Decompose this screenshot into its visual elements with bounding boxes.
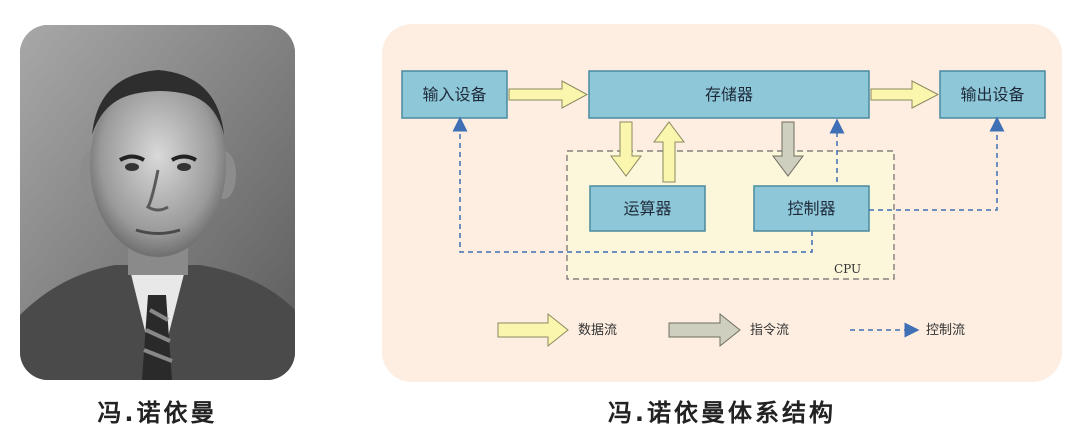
data-arrow-memory-to-alu bbox=[610, 121, 642, 177]
legend-instruction-arrow bbox=[668, 312, 741, 348]
memory-box bbox=[588, 70, 870, 119]
input-device-box bbox=[401, 70, 508, 119]
diagram-caption: 冯.诺依曼体系结构 bbox=[607, 399, 837, 427]
portrait-caption: 冯.诺依曼 bbox=[97, 399, 218, 427]
output-device-box bbox=[939, 70, 1046, 119]
legend-instruction-flow-label: 指令流 bbox=[750, 323, 789, 338]
cpu-label: CPU bbox=[834, 262, 861, 276]
portrait-photo bbox=[20, 25, 295, 380]
input-device-label: 输入设备 bbox=[422, 85, 486, 104]
control-line-to-input bbox=[452, 116, 813, 253]
data-arrow-alu-to-memory bbox=[653, 121, 685, 183]
alu-box bbox=[589, 185, 706, 232]
von-neumann-diagram: CPU 输入设备 存储器 输出设备 运算器 控制器 数据流 指令流 控制流 bbox=[382, 24, 1062, 382]
control-line-to-output bbox=[869, 116, 1005, 211]
data-arrow-input-to-memory bbox=[508, 80, 589, 109]
memory-label: 存储器 bbox=[705, 85, 753, 104]
output-device-label: 输出设备 bbox=[960, 85, 1024, 104]
instruction-arrow-memory-to-control bbox=[772, 121, 804, 177]
architecture-diagram-svg: CPU 输入设备 存储器 输出设备 运算器 控制器 数据流 指令流 控制流 bbox=[401, 70, 1046, 348]
control-unit-label: 控制器 bbox=[787, 199, 835, 218]
legend-data-arrow bbox=[497, 312, 569, 348]
data-arrow-memory-to-output bbox=[870, 80, 940, 109]
portrait-image bbox=[20, 25, 295, 380]
legend-data-flow-label: 数据流 bbox=[578, 323, 617, 338]
legend-control-flow-label: 控制流 bbox=[926, 323, 965, 338]
alu-label: 运算器 bbox=[623, 199, 671, 218]
